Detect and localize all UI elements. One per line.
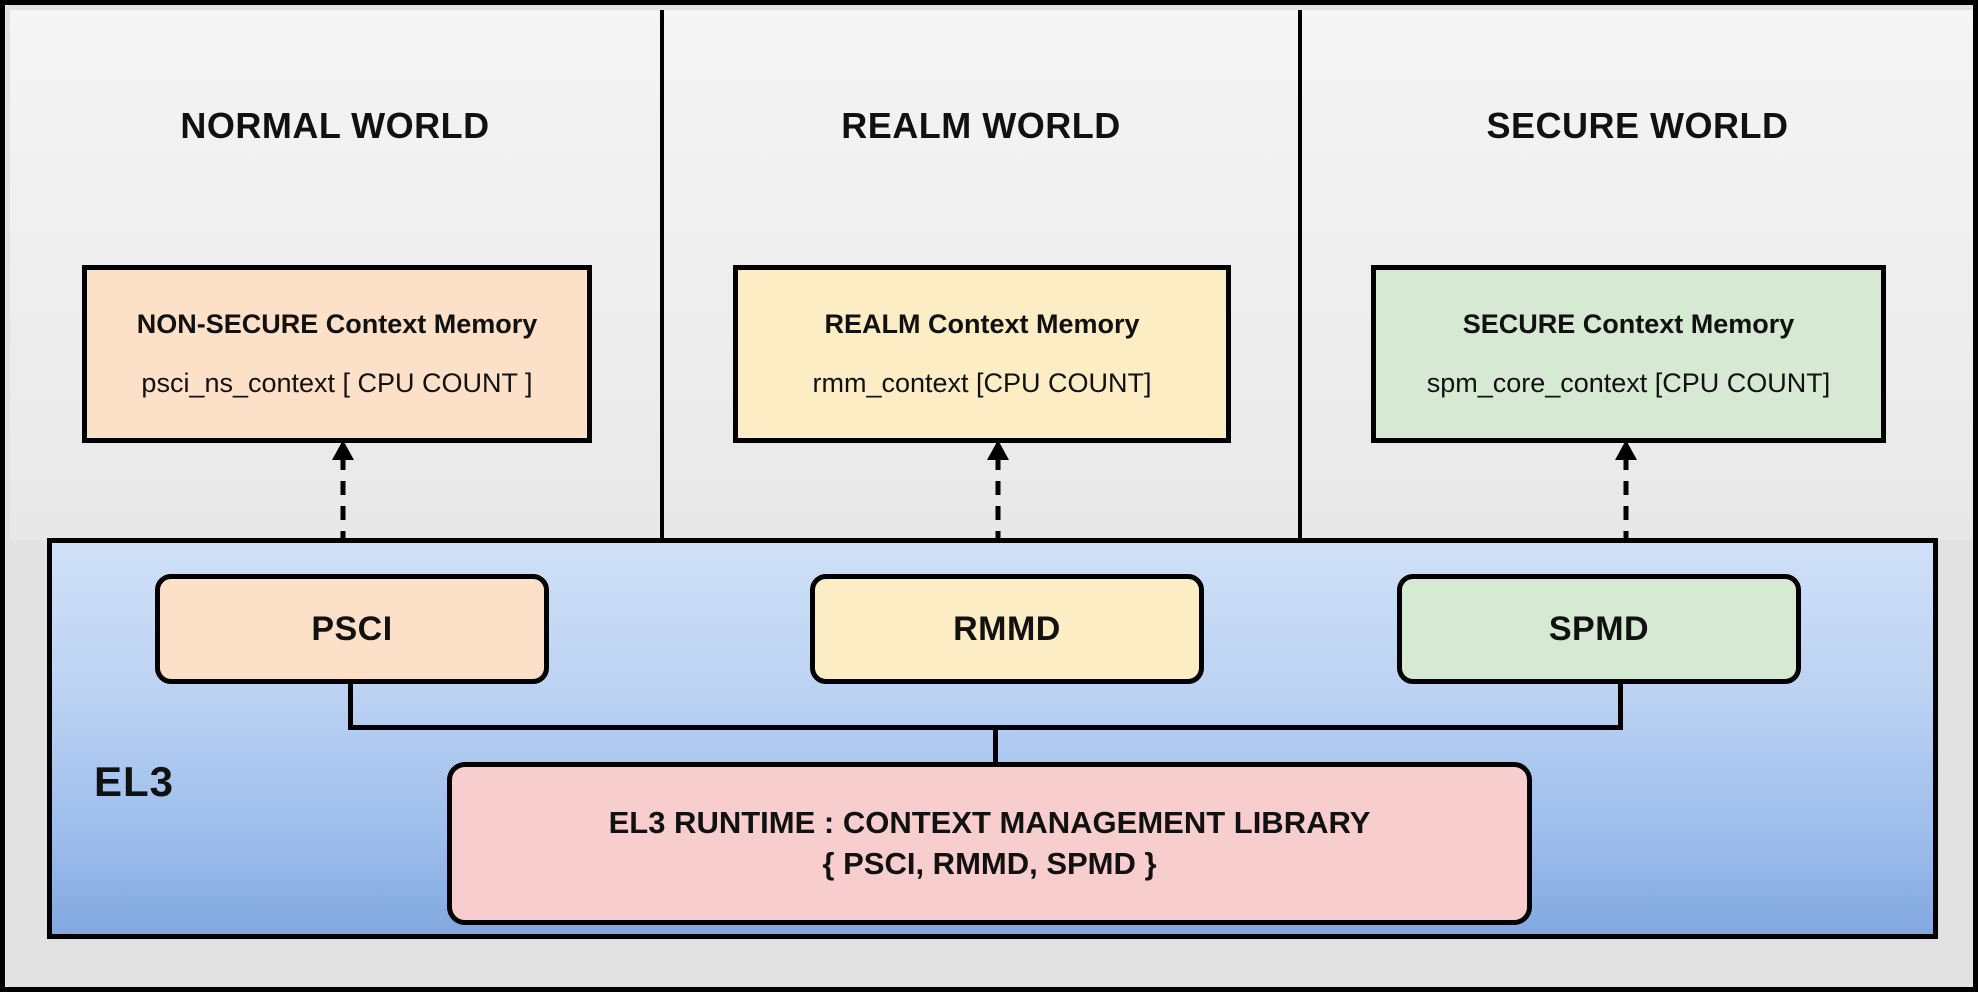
dispatcher-rmmd[interactable]: RMMD <box>810 574 1204 684</box>
runtime-library-line-1: EL3 RUNTIME : CONTEXT MANAGEMENT LIBRARY <box>608 804 1371 840</box>
runtime-library-line-2: { PSCI, RMMD, SPMD } <box>822 845 1157 881</box>
dispatcher-spmd[interactable]: SPMD <box>1397 574 1801 684</box>
el3-panel: EL3 PSCI RMMD SPMD EL3 RUNTIME : CONTEXT… <box>47 538 1938 939</box>
context-memory-box-non-secure: NON-SECURE Context Memory psci_ns_contex… <box>82 265 592 443</box>
dispatcher-psci[interactable]: PSCI <box>155 574 549 684</box>
context-memory-title-non-secure: NON-SECURE Context Memory <box>136 309 538 339</box>
el3-label: EL3 <box>94 758 175 805</box>
context-memory-title-secure: SECURE Context Memory <box>1462 309 1795 339</box>
context-memory-title-realm: REALM Context Memory <box>824 309 1140 339</box>
context-memory-box-realm: REALM Context Memory rmm_context [CPU CO… <box>733 265 1231 443</box>
connector-bus-horizontal <box>348 725 1623 730</box>
context-memory-box-secure: SECURE Context Memory spm_core_context [… <box>1371 265 1886 443</box>
world-divider-normal-realm <box>660 10 664 540</box>
context-memory-variable-realm: rmm_context [CPU COUNT] <box>812 368 1152 398</box>
connector-bus-to-library <box>993 725 998 765</box>
el3-runtime-library-box[interactable]: EL3 RUNTIME : CONTEXT MANAGEMENT LIBRARY… <box>447 762 1532 925</box>
context-memory-variable-non-secure: psci_ns_context [ CPU COUNT ] <box>141 368 533 398</box>
world-title-realm: REALM WORLD <box>841 105 1121 146</box>
connector-psci-to-bus <box>348 684 353 730</box>
world-title-secure: SECURE WORLD <box>1486 105 1789 146</box>
connector-spmd-to-bus <box>1618 684 1623 730</box>
world-title-normal: NORMAL WORLD <box>180 105 490 146</box>
world-divider-realm-secure <box>1298 10 1302 540</box>
context-memory-variable-secure: spm_core_context [CPU COUNT] <box>1426 368 1831 398</box>
